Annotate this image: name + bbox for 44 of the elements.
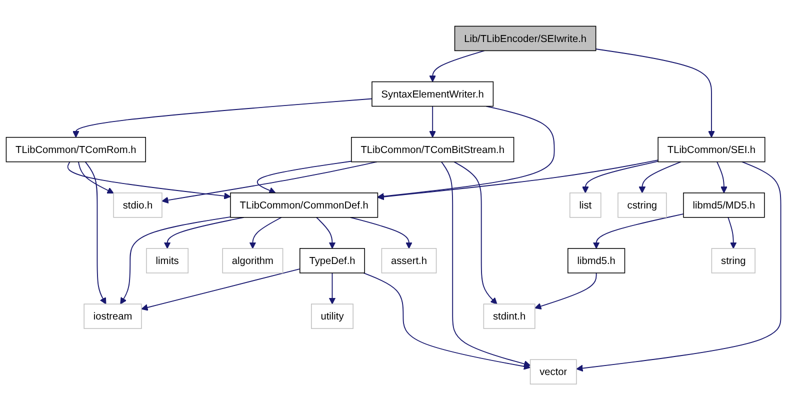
- arrow: [728, 217, 737, 250]
- library-header-box: vector: [530, 360, 577, 385]
- arrow: [595, 48, 715, 138]
- arrow: [350, 217, 412, 250]
- library-header-box: string: [711, 248, 756, 274]
- arrow: [67, 162, 231, 200]
- arrow: [316, 217, 336, 250]
- arrow: [256, 161, 352, 194]
- arrow: [716, 162, 728, 194]
- arrow: [377, 160, 659, 201]
- header-file-box: libmd5/MD5.h: [683, 192, 765, 218]
- arrow: [454, 162, 498, 305]
- arrow: [582, 161, 659, 194]
- header-file-box: Lib/TLibEncoder/SEIwrite.h: [454, 26, 596, 52]
- arrow: [328, 272, 336, 305]
- library-header-box: utility: [311, 304, 354, 330]
- arrow: [534, 272, 597, 310]
- library-header-box: cstring: [618, 192, 667, 218]
- arrow: [249, 217, 282, 250]
- arrow: [592, 214, 684, 250]
- header-file-box: TLibCommon/SEI.h: [658, 137, 766, 163]
- arrow: [78, 162, 114, 194]
- arrow: [638, 162, 682, 194]
- arrow: [120, 216, 231, 305]
- library-header-box: stdio.h: [113, 192, 162, 218]
- header-file-box: TLibCommon/TComBitStream.h: [351, 137, 514, 163]
- header-file-box: TLibCommon/CommonDef.h: [230, 192, 378, 218]
- header-file-box: TLibCommon/TComRom.h: [6, 137, 146, 163]
- header-file-box: libmd5.h: [568, 248, 626, 274]
- arrow: [576, 162, 782, 372]
- arrow: [84, 162, 106, 305]
- library-header-box: stdint.h: [483, 304, 536, 330]
- arrow: [141, 268, 300, 312]
- arrow: [72, 98, 372, 138]
- library-header-box: iostream: [84, 304, 142, 330]
- header-file-box: TypeDef.h: [300, 248, 365, 274]
- header-file-box: SyntaxElementWriter.h: [372, 82, 494, 107]
- library-header-box: limits: [146, 248, 189, 274]
- library-header-box: algorithm: [222, 248, 284, 274]
- library-header-box: assert.h: [381, 248, 437, 274]
- arrow: [429, 106, 436, 138]
- arrow: [363, 272, 531, 370]
- library-header-box: list: [569, 192, 602, 218]
- arrow: [440, 162, 531, 368]
